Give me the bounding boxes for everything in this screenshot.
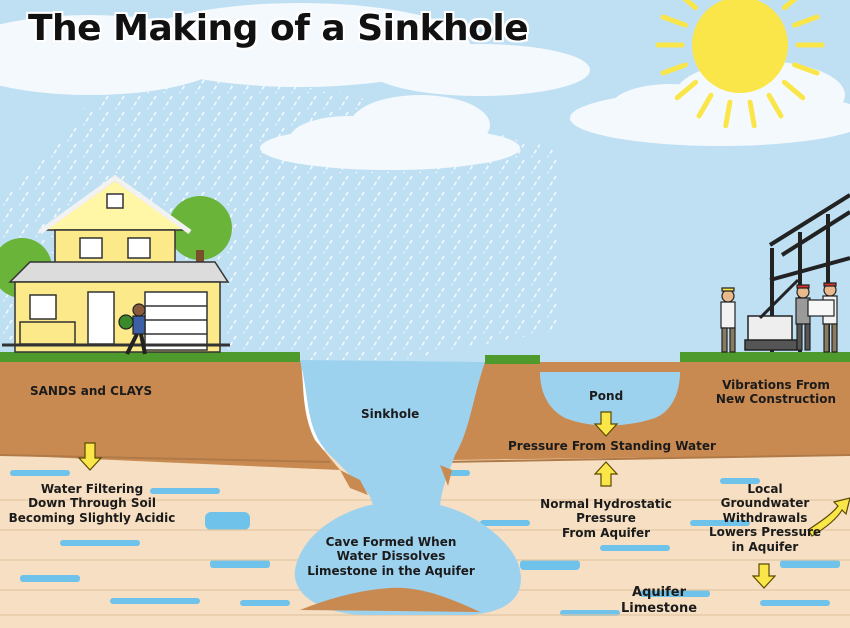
cave-side-right	[440, 465, 452, 486]
sun-ray	[682, 0, 699, 11]
arrow-down-pond-icon	[593, 411, 619, 437]
arrow-down-groundwater-icon	[751, 563, 777, 589]
soil-boundary	[0, 454, 850, 463]
cave-floor	[300, 587, 480, 612]
sun-ray	[674, 79, 699, 101]
sun-ray	[747, 99, 757, 129]
sun-ray	[781, 0, 798, 11]
label-vibrations: Vibrations From New Construction	[715, 378, 837, 407]
sun-ray	[781, 79, 806, 101]
label-groundwater-withdrawals: Local Groundwater Withdrawals Lowers Pre…	[708, 482, 822, 554]
workers	[720, 282, 838, 353]
label-sinkhole: Sinkhole	[361, 407, 420, 421]
cloud-middle	[260, 95, 520, 170]
cloud-top-left	[0, 3, 590, 96]
sun-ray	[696, 92, 714, 119]
sun-ray	[792, 14, 820, 28]
soil-left	[0, 360, 340, 470]
label-hydrostatic-pressure: Normal Hydrostatic Pressure From Aquifer	[540, 497, 672, 540]
label-pond: Pond	[589, 389, 624, 403]
label-water-filtering: Water Filtering Down Through Soil Becomi…	[8, 482, 176, 525]
arrow-up-hydrostatic-icon	[593, 461, 619, 487]
label-pressure-standing-water: Pressure From Standing Water	[508, 439, 716, 453]
pond	[540, 372, 680, 426]
cave	[294, 505, 521, 615]
sun-ray	[723, 99, 733, 129]
house	[2, 174, 230, 353]
sun-ray	[766, 92, 784, 119]
grass	[0, 352, 850, 364]
sinkhole-water	[300, 360, 485, 510]
sun-ray	[660, 62, 688, 76]
label-sands-clays: SANDS and CLAYS	[30, 384, 153, 398]
sun-icon	[655, 0, 825, 129]
label-cave-formed: Cave Formed When Water Dissolves Limesto…	[307, 535, 475, 578]
sun-ray	[660, 14, 688, 28]
page-title: The Making of a Sinkhole	[28, 8, 529, 49]
arrow-down-filtering-icon	[77, 442, 103, 471]
sun-ray	[792, 62, 820, 76]
label-aquifer-limestone: Aquifer Limestone	[620, 585, 698, 616]
cave-side-left	[340, 470, 368, 495]
arrow-curved-withdrawal-icon	[807, 497, 850, 537]
limestone-cracks	[10, 470, 840, 616]
person-gardener	[118, 303, 147, 355]
